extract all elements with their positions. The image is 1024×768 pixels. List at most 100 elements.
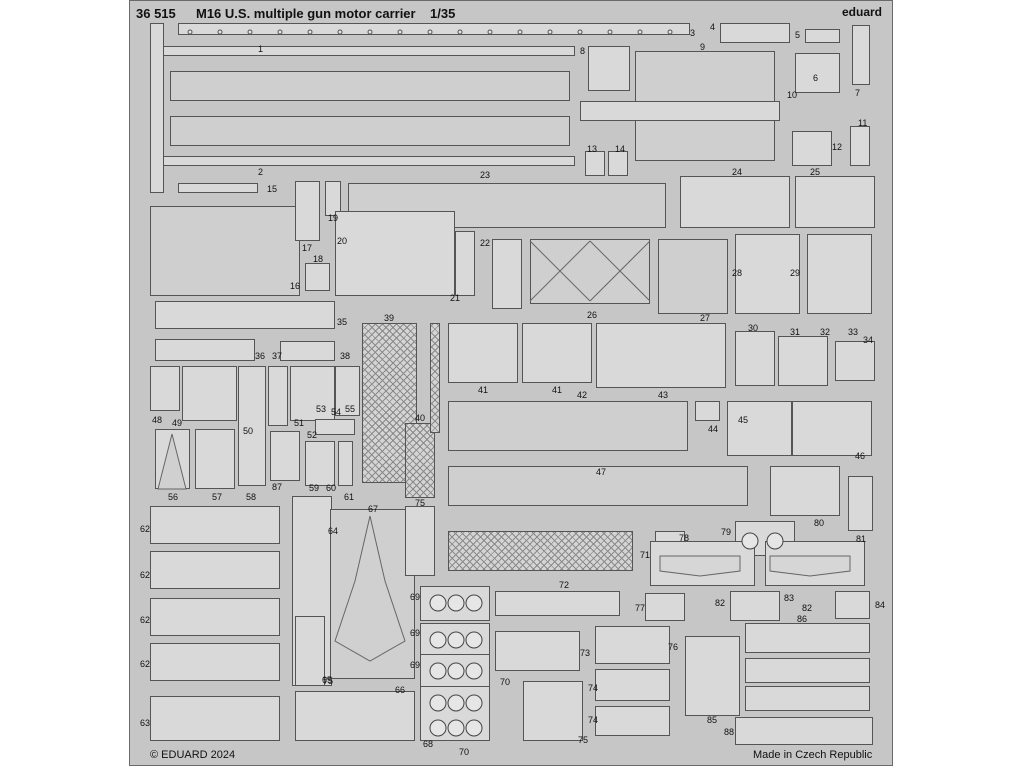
part-10-bar [580, 101, 780, 121]
part-40-mesh [405, 423, 435, 498]
part-51-53 [290, 366, 335, 421]
part-49 [182, 366, 237, 421]
label-82b: 82 [802, 603, 813, 613]
label-69b: 69 [410, 628, 421, 638]
side-strip [150, 23, 164, 193]
part-36 [155, 339, 255, 361]
label-2: 2 [258, 167, 264, 177]
label-62c: 62 [140, 615, 151, 625]
part-11 [850, 126, 870, 166]
part-19 [325, 181, 341, 216]
part-25 [795, 176, 875, 228]
label-50: 50 [243, 426, 254, 436]
label-80: 80 [814, 518, 825, 528]
part-84 [835, 591, 870, 619]
part-88-row1 [745, 658, 870, 683]
label-59: 59 [309, 483, 320, 493]
part-1-plate [170, 71, 570, 101]
part-74a [595, 669, 670, 701]
label-27: 27 [700, 313, 711, 323]
part-26 [530, 239, 650, 304]
label-41b: 41 [552, 385, 563, 395]
label-75c: 75 [578, 735, 589, 745]
label-76: 76 [668, 642, 679, 652]
part-44 [695, 401, 720, 421]
label-78: 78 [679, 533, 690, 543]
label-55: 55 [345, 404, 356, 414]
label-57: 57 [212, 492, 223, 502]
label-37: 37 [272, 351, 283, 361]
part-24 [680, 176, 790, 228]
part-45 [727, 401, 792, 456]
label-70a: 70 [500, 677, 511, 687]
part-20 [335, 211, 455, 296]
label-69c: 69 [410, 660, 421, 670]
part-48 [150, 366, 180, 411]
part-85 [685, 636, 740, 716]
origin-text: Made in Czech Republic [753, 749, 873, 761]
label-65: 65 [322, 675, 333, 685]
part-62-row4 [150, 643, 280, 681]
part-43 [596, 323, 726, 388]
part-31 [778, 336, 828, 386]
part-66 [295, 691, 415, 741]
label-75a: 75 [415, 498, 426, 508]
copyright-text: © EDUARD 2024 [150, 749, 236, 761]
label-35: 35 [337, 317, 348, 327]
label-34: 34 [863, 335, 874, 345]
part-47 [448, 466, 748, 506]
part-13 [585, 151, 605, 176]
label-47: 47 [596, 467, 607, 477]
label-28: 28 [732, 268, 743, 278]
part-75-top [405, 506, 435, 576]
label-63: 63 [140, 718, 151, 728]
label-18: 18 [313, 254, 324, 264]
label-19: 19 [328, 213, 339, 223]
label-87: 87 [272, 482, 283, 492]
part-41a [448, 323, 518, 383]
part-21 [455, 231, 475, 296]
label-82a: 82 [715, 598, 726, 608]
label-54: 54 [331, 407, 342, 417]
label-31: 31 [790, 327, 801, 337]
part-35 [155, 301, 335, 329]
product-scale: 1/35 [430, 6, 456, 21]
part-27 [658, 239, 728, 314]
label-5: 5 [795, 30, 801, 40]
label-8: 8 [580, 46, 586, 56]
part-57 [195, 429, 235, 489]
label-60: 60 [326, 483, 337, 493]
part-46 [792, 401, 872, 456]
label-9: 9 [700, 42, 706, 52]
part-77 [645, 593, 685, 621]
part-32-33 [807, 234, 872, 314]
label-33: 33 [848, 327, 859, 337]
label-71: 71 [640, 550, 651, 560]
label-13: 13 [587, 144, 598, 154]
part-5 [805, 29, 840, 43]
label-74a: 74 [588, 683, 599, 693]
label-48: 48 [152, 415, 163, 425]
label-62b: 62 [140, 570, 151, 580]
part-40-strip [430, 323, 440, 433]
part-62-row2 [150, 551, 280, 589]
label-64: 64 [328, 526, 339, 536]
label-10: 10 [787, 90, 798, 100]
part-12 [792, 131, 832, 166]
label-32: 32 [820, 327, 831, 337]
label-22: 22 [480, 238, 491, 248]
part-3-strip [178, 23, 690, 35]
part-15 [178, 183, 258, 193]
part-86 [745, 623, 870, 653]
label-1: 1 [258, 44, 264, 54]
fret-detail-overlay [157, 29, 851, 737]
label-14: 14 [615, 144, 626, 154]
part-61 [338, 441, 353, 486]
label-75b: 75 [323, 676, 334, 686]
label-20: 20 [337, 236, 348, 246]
part-81 [848, 476, 873, 531]
part-7 [852, 25, 870, 85]
part-54 [315, 419, 355, 435]
part-14 [608, 151, 628, 176]
part-74b [595, 706, 670, 736]
